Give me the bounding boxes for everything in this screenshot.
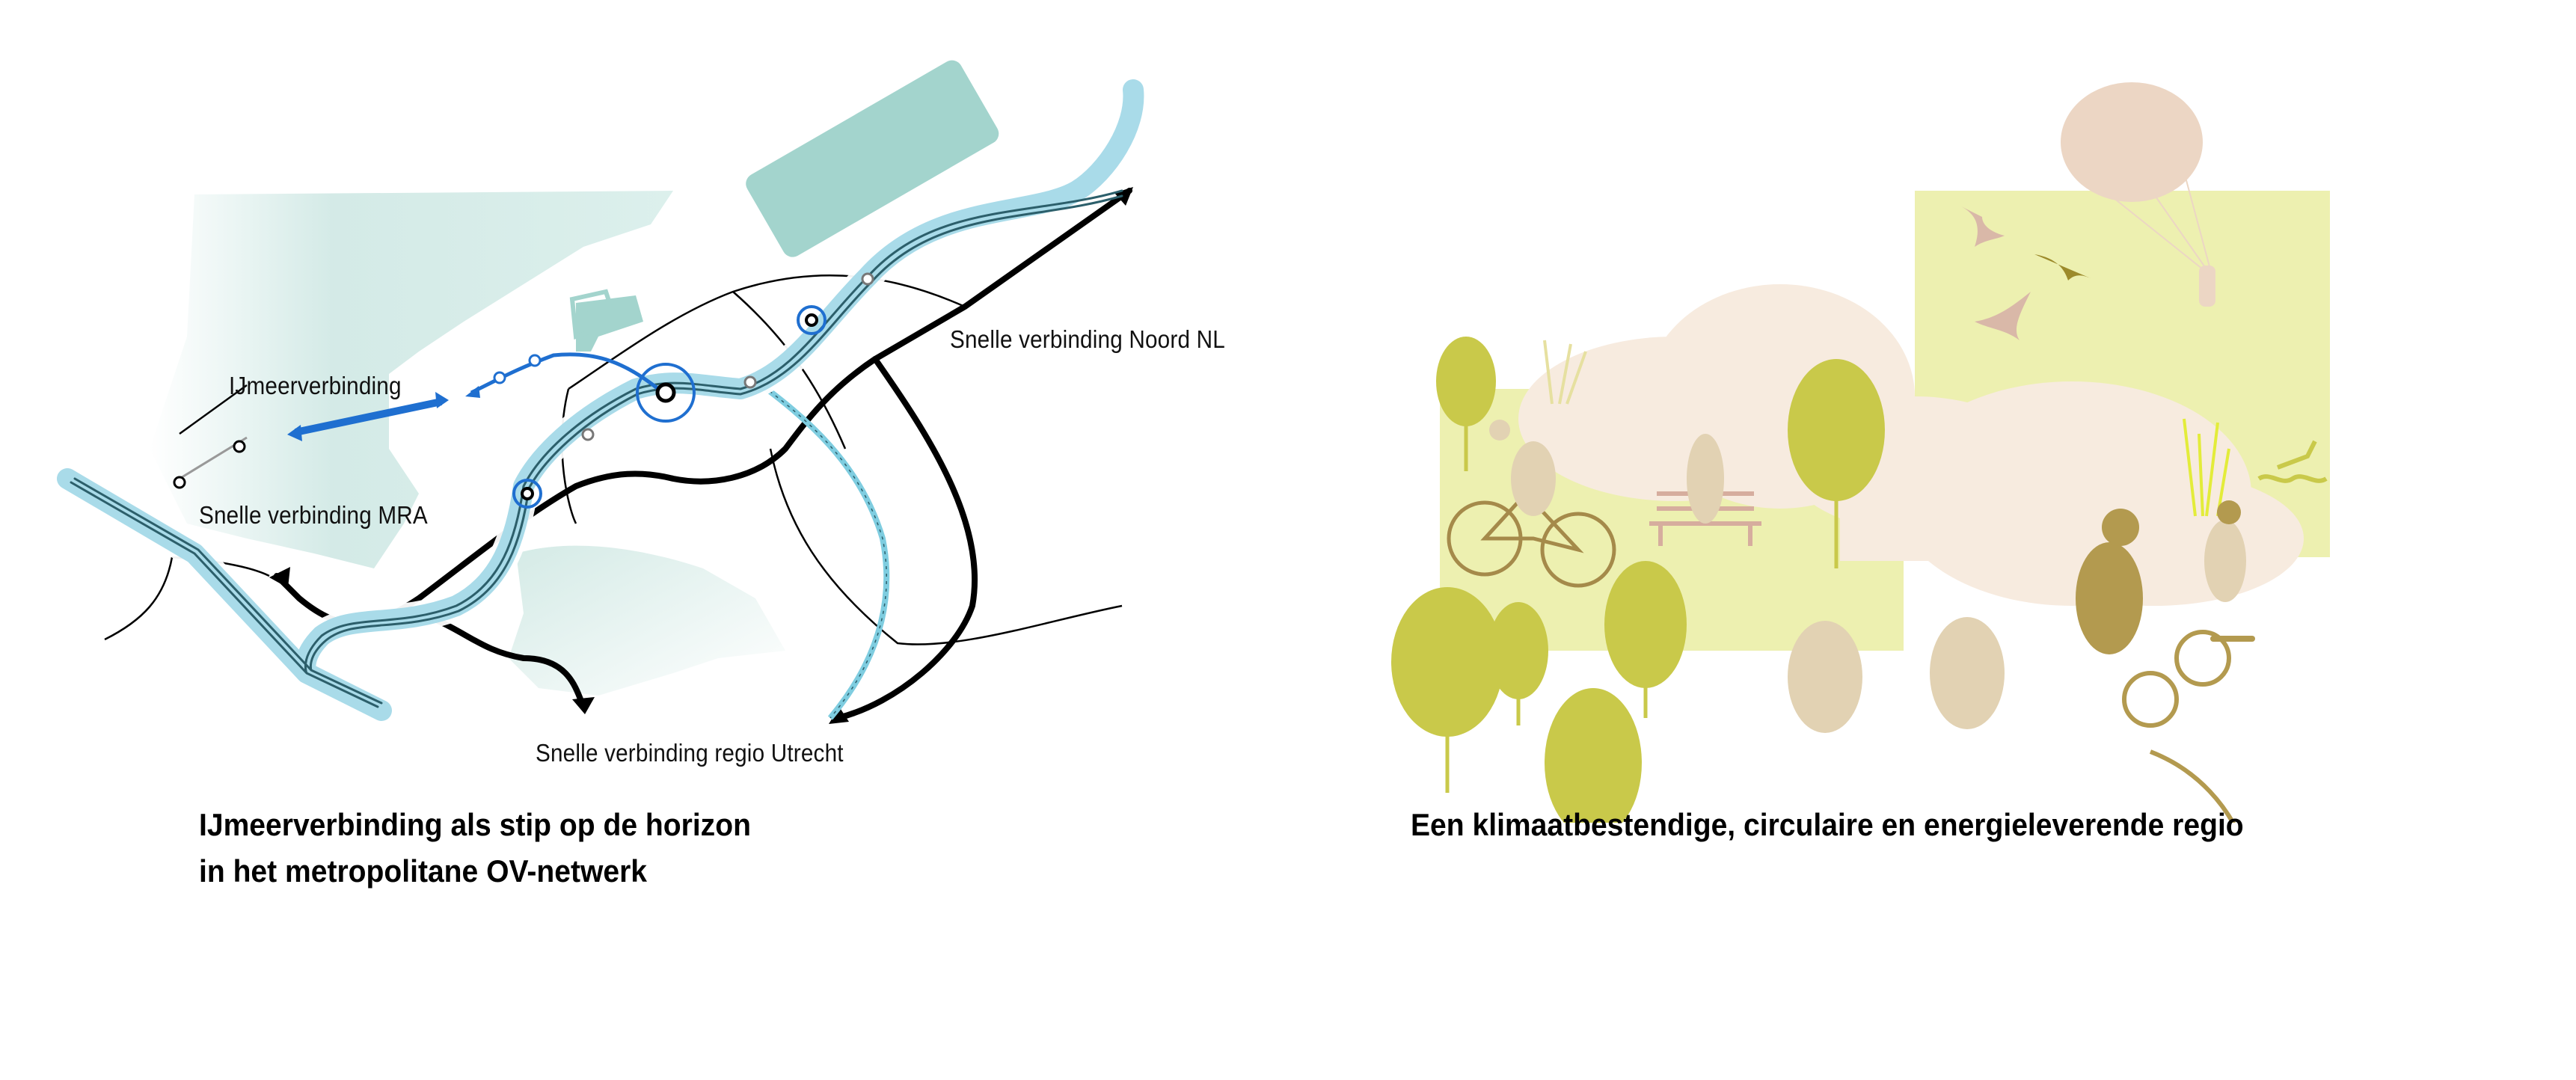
ov-network-map: IJmeerverbinding Snelle verbinding MRA S… (0, 0, 1287, 1080)
ijmeer-double-arrow (294, 398, 443, 436)
road-south (416, 610, 586, 710)
left-caption-line1: IJmeerverbinding als stip op de horizon (199, 807, 751, 842)
road-utrecht (835, 356, 978, 721)
ijmeer-water (150, 191, 673, 568)
swimmer-icon (2257, 440, 2328, 483)
utrecht-rail (749, 375, 890, 720)
arrow-utrecht (829, 707, 849, 724)
arrow-south (572, 697, 595, 714)
right-caption: Een klimaatbestendige, circulaire en ene… (1411, 807, 2244, 842)
stations (512, 272, 874, 509)
sitting-person-1 (1788, 621, 1862, 733)
arrow-mra (269, 567, 290, 588)
left-caption-line2: in het metropolitane OV-netwerk (199, 853, 648, 889)
bird-icons (1960, 206, 2091, 340)
skater-icon (2204, 500, 2255, 642)
label-snelle-verbinding-mra: Snelle verbinding MRA (199, 501, 428, 529)
ijmeer-line (470, 352, 660, 395)
ov-line-a (70, 189, 1123, 708)
label-snelle-verbinding-noord-nl: Snelle verbinding Noord NL (950, 325, 1225, 353)
map-graphic (52, 60, 1149, 725)
ijmeer-line-arrow (465, 386, 480, 398)
cyclist-icon (1447, 420, 1616, 588)
flevoland-water (746, 60, 999, 257)
label-ijmeerverbinding: IJmeerverbinding (229, 372, 402, 399)
person-on-bench (1687, 434, 1724, 524)
left-caption: IJmeerverbinding als stip op de horizon … (199, 802, 751, 895)
sitting-person-2 (1930, 617, 2005, 729)
parachute-icon (2061, 82, 2215, 307)
illustration-graphic (1391, 82, 2330, 823)
bmx-rider-icon (2076, 509, 2236, 823)
landscape-illustration: Een klimaatbestendige, circulaire en ene… (1361, 0, 2576, 1080)
reed-icons (1543, 340, 2230, 517)
label-snelle-verbinding-utrecht: Snelle verbinding regio Utrecht (536, 739, 844, 767)
markermeer-water (509, 545, 785, 696)
tree-icons (1391, 337, 1885, 823)
